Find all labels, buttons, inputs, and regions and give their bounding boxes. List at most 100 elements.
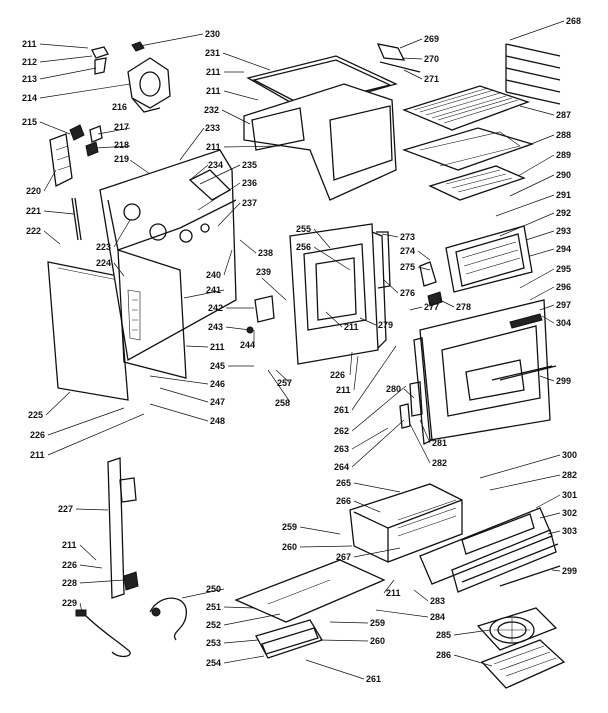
callout-292: 292 <box>556 208 571 218</box>
callout-219: 219 <box>114 154 129 164</box>
callout-211: 211 <box>22 39 37 49</box>
callout-211: 211 <box>386 588 401 598</box>
callout-267: 267 <box>336 552 351 562</box>
callout-296: 296 <box>556 282 571 292</box>
callout-254: 254 <box>206 658 221 668</box>
callout-251: 251 <box>206 602 221 612</box>
door-inner-panel-293 <box>445 225 533 293</box>
storage-drawer-265 <box>349 483 463 563</box>
callout-224: 224 <box>96 258 111 268</box>
oven-rack-288 <box>401 127 535 171</box>
rear-cover-232 <box>243 83 397 201</box>
callout-234: 234 <box>208 160 223 170</box>
callout-281: 281 <box>432 438 447 448</box>
callout-222: 222 <box>26 226 41 236</box>
callout-277: 277 <box>424 302 439 312</box>
fan-guard-286 <box>480 639 566 689</box>
callout-255: 255 <box>296 224 311 234</box>
callout-253: 253 <box>206 638 221 648</box>
callout-268: 268 <box>566 16 581 26</box>
bottom-panel-251 <box>234 559 386 659</box>
callout-284: 284 <box>430 612 445 622</box>
power-cord-229 <box>75 609 131 658</box>
callout-303: 303 <box>562 526 577 536</box>
terminal-bracket-227 <box>107 457 137 599</box>
bracket-clip-212 <box>91 46 109 75</box>
callout-247: 247 <box>210 397 225 407</box>
callout-288: 288 <box>556 130 571 140</box>
part-drawings <box>47 41 566 689</box>
callout-276: 276 <box>400 288 415 298</box>
callout-221: 221 <box>26 206 41 216</box>
leader-lines <box>39 20 565 680</box>
oven-rack-287 <box>402 85 530 131</box>
callout-286: 286 <box>436 650 451 660</box>
callout-275: 275 <box>400 262 415 272</box>
callout-243: 243 <box>208 322 223 332</box>
callout-293: 293 <box>556 226 571 236</box>
callout-263: 263 <box>334 444 349 454</box>
callout-279: 279 <box>378 320 393 330</box>
callout-280: 280 <box>386 384 401 394</box>
callout-290: 290 <box>556 170 571 180</box>
callout-297: 297 <box>556 300 571 310</box>
callout-260: 260 <box>370 636 385 646</box>
callout-211: 211 <box>206 142 221 152</box>
callout-211: 211 <box>344 322 359 332</box>
callout-226: 226 <box>30 430 45 440</box>
callout-228: 228 <box>62 578 77 588</box>
callout-302: 302 <box>562 508 577 518</box>
callout-211: 211 <box>210 342 225 352</box>
rod-221 <box>71 197 79 241</box>
callout-215: 215 <box>22 117 37 127</box>
callout-211: 211 <box>62 540 77 550</box>
callout-211: 211 <box>336 385 351 395</box>
callout-262: 262 <box>334 426 349 436</box>
callout-287: 287 <box>556 110 571 120</box>
callout-250: 250 <box>206 584 221 594</box>
callout-211: 211 <box>30 450 45 460</box>
callout-252: 252 <box>206 620 221 630</box>
rail-269-271 <box>376 43 421 73</box>
callout-289: 289 <box>556 150 571 160</box>
callout-225: 225 <box>28 410 43 420</box>
callout-278: 278 <box>456 302 471 312</box>
callout-299: 299 <box>556 376 571 386</box>
callout-229: 229 <box>62 598 77 608</box>
callout-211: 211 <box>206 67 221 77</box>
callout-220: 220 <box>26 186 41 196</box>
callout-226: 226 <box>330 370 345 380</box>
drawer-front-301 <box>419 507 559 593</box>
callout-291: 291 <box>556 190 571 200</box>
drawer-handle-299 <box>499 565 561 587</box>
switch-assembly-215 <box>69 124 103 157</box>
callout-270: 270 <box>424 54 439 64</box>
callout-244: 244 <box>240 340 255 350</box>
rotisserie-bracket-216 <box>127 41 171 113</box>
door-hinge-parts-273 <box>376 231 443 307</box>
side-panel-225 <box>47 261 129 401</box>
door-handle-299 <box>499 365 557 381</box>
callout-273: 273 <box>400 232 415 242</box>
callout-274: 274 <box>400 246 415 256</box>
callout-259: 259 <box>282 522 297 532</box>
callout-256: 256 <box>296 242 311 252</box>
oven-front-frame-255 <box>289 223 387 365</box>
callout-226: 226 <box>62 560 77 570</box>
callout-245: 245 <box>210 361 225 371</box>
callout-230: 230 <box>205 29 220 39</box>
oven-door-296 <box>413 299 553 446</box>
callout-231: 231 <box>205 48 220 58</box>
door-hinge-280 <box>399 381 423 429</box>
callout-294: 294 <box>556 244 571 254</box>
callout-282: 282 <box>562 470 577 480</box>
callout-233: 233 <box>205 123 220 133</box>
callout-300: 300 <box>562 450 577 460</box>
callout-239: 239 <box>256 267 271 277</box>
callout-235: 235 <box>242 160 257 170</box>
side-bracket-220 <box>49 133 73 187</box>
callout-261: 261 <box>334 405 349 415</box>
callout-232: 232 <box>204 105 219 115</box>
callout-237: 237 <box>242 198 257 208</box>
callout-304: 304 <box>556 318 571 328</box>
